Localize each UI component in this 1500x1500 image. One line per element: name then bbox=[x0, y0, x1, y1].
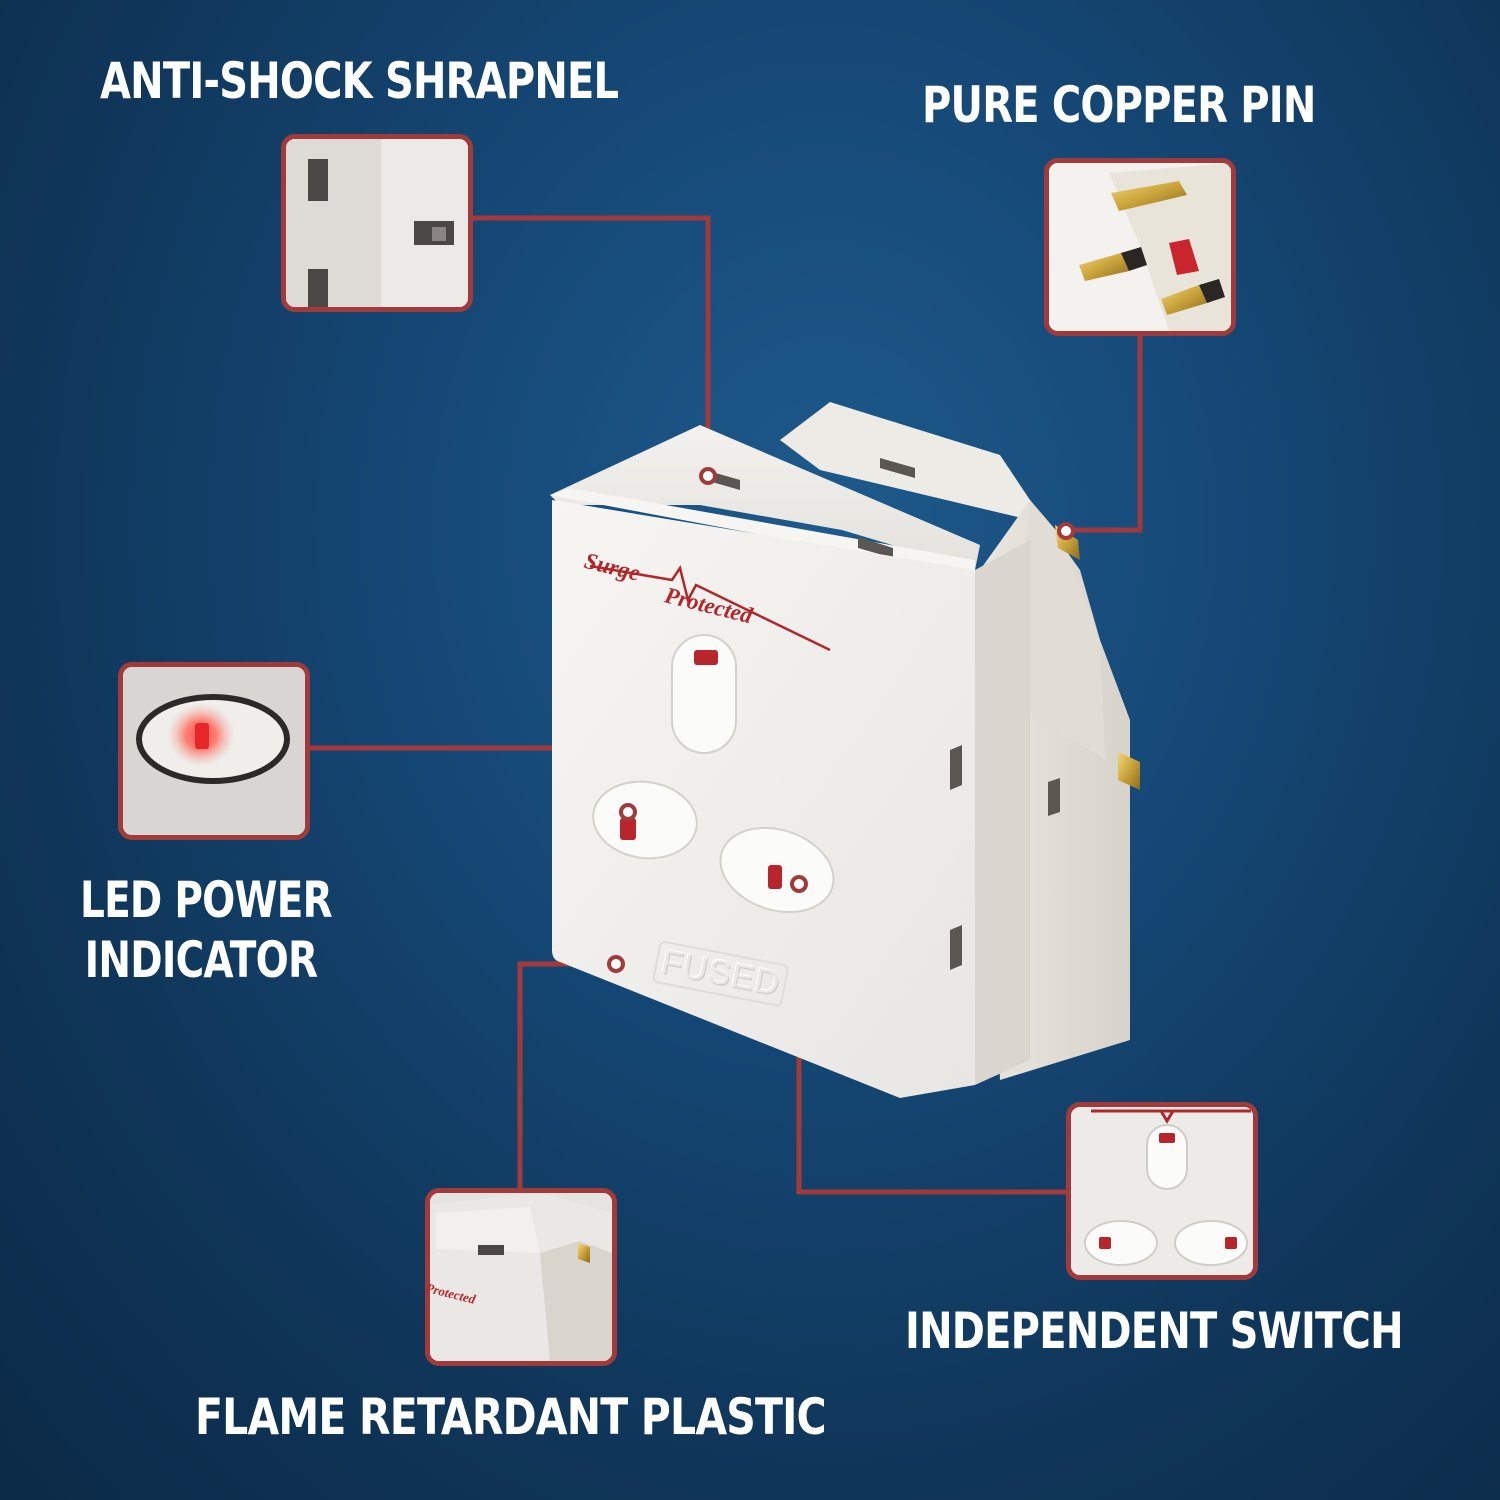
inset-pure-copper-pin bbox=[1044, 158, 1236, 336]
copper-pin-closeup-image bbox=[1049, 163, 1231, 331]
dot-switch bbox=[790, 875, 808, 893]
shrapnel-closeup-image bbox=[286, 139, 468, 307]
led-light-icon bbox=[195, 723, 209, 749]
connector-shrapnel bbox=[473, 215, 711, 473]
top-slot-3 bbox=[880, 458, 915, 478]
earth-pin-icon bbox=[1111, 181, 1187, 211]
callout-led-power-indicator: LED POWER INDICATOR bbox=[80, 870, 333, 990]
side-slot-3 bbox=[1048, 778, 1060, 816]
callout-flame-retardant-plastic: FLAME RETARDANT PLASTIC bbox=[195, 1388, 827, 1446]
callout-led-line2: INDICATOR bbox=[84, 931, 318, 989]
inset-led-power-indicator bbox=[118, 662, 310, 840]
switch-closeup-image bbox=[1071, 1107, 1253, 1275]
callout-pure-copper-pin: PURE COPPER PIN bbox=[922, 76, 1316, 134]
inset-independent-switch bbox=[1066, 1102, 1258, 1280]
dot-shrapnel bbox=[699, 467, 717, 485]
neutral-pin-icon bbox=[1161, 285, 1207, 315]
dot-led bbox=[619, 803, 637, 821]
inset-flame-retardant-plastic bbox=[425, 1188, 617, 1366]
connector-copper bbox=[1066, 336, 1143, 533]
side-slot-1 bbox=[950, 745, 962, 790]
inset-anti-shock-shrapnel bbox=[281, 134, 473, 312]
plastic-closeup-image bbox=[430, 1193, 612, 1361]
led-closeup-image bbox=[123, 667, 305, 835]
callout-independent-switch: INDEPENDENT SWITCH bbox=[905, 1302, 1404, 1360]
dot-flame bbox=[607, 955, 625, 973]
side-slot-2 bbox=[950, 925, 962, 970]
switch-left bbox=[592, 780, 698, 860]
dot-copper bbox=[1057, 522, 1075, 540]
switch-right bbox=[719, 826, 835, 914]
live-pin-icon bbox=[1079, 253, 1129, 281]
switch-top bbox=[671, 634, 737, 754]
callout-anti-shock-shrapnel: ANTI-SHOCK SHRAPNEL bbox=[100, 52, 619, 110]
callout-led-line1: LED POWER bbox=[80, 871, 333, 929]
top-slot-2 bbox=[858, 537, 893, 558]
